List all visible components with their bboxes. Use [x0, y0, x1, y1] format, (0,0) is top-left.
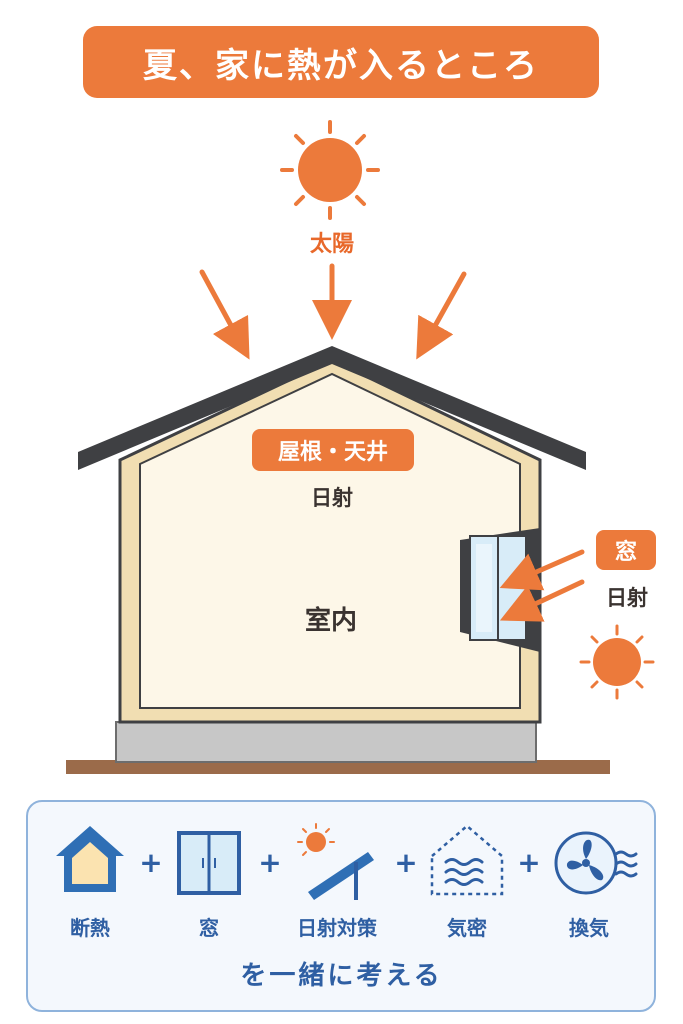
heat-entry-diagram	[66, 120, 655, 774]
icon-label-airtightness: 気密	[447, 916, 487, 940]
foundation	[115, 721, 537, 763]
window-icon	[177, 831, 241, 895]
summary-panel	[26, 800, 656, 1012]
roof-solar-label: 日射	[311, 486, 353, 510]
airtight-house-icon	[430, 824, 504, 896]
icon-label-window: 窓	[199, 916, 219, 940]
sun-top-icon	[280, 120, 380, 220]
house-insulation-icon	[56, 826, 124, 892]
summary-text: を一緒に考える	[240, 961, 443, 991]
page-title: 夏、家に熱が入るところ	[143, 45, 539, 86]
room-label: 室内	[304, 606, 357, 636]
sun-arrow-left	[199, 269, 250, 360]
sun-label: 太陽	[309, 232, 354, 257]
window-arrow-lower	[499, 579, 585, 622]
ventilation-fan-icon	[554, 831, 638, 895]
sun-arrow-right	[416, 271, 467, 360]
window-solar-label: 日射	[606, 586, 648, 610]
window-badge: 窓	[596, 530, 656, 570]
window-frame	[460, 528, 540, 652]
icon-label-ventilation: 換気	[569, 916, 609, 940]
plus-sign-3: +	[394, 846, 418, 879]
plus-sign-4: +	[517, 846, 541, 879]
roof-ceiling-badge: 屋根・天井	[252, 429, 414, 471]
sun-shade-icon	[297, 823, 374, 900]
title-banner: 夏、家に熱が入るところ	[83, 26, 599, 98]
sun-right-icon	[579, 624, 655, 700]
icon-label-solar-shading: 日射対策	[297, 916, 377, 940]
window-label: 窓	[614, 540, 637, 565]
plus-sign-2: +	[258, 846, 282, 879]
icon-label-insulation: 断熱	[70, 916, 110, 940]
window-arrow-upper	[499, 549, 585, 591]
roof-ceiling-label: 屋根・天井	[277, 440, 388, 465]
ground	[66, 760, 610, 774]
plus-sign-1: +	[139, 846, 163, 879]
